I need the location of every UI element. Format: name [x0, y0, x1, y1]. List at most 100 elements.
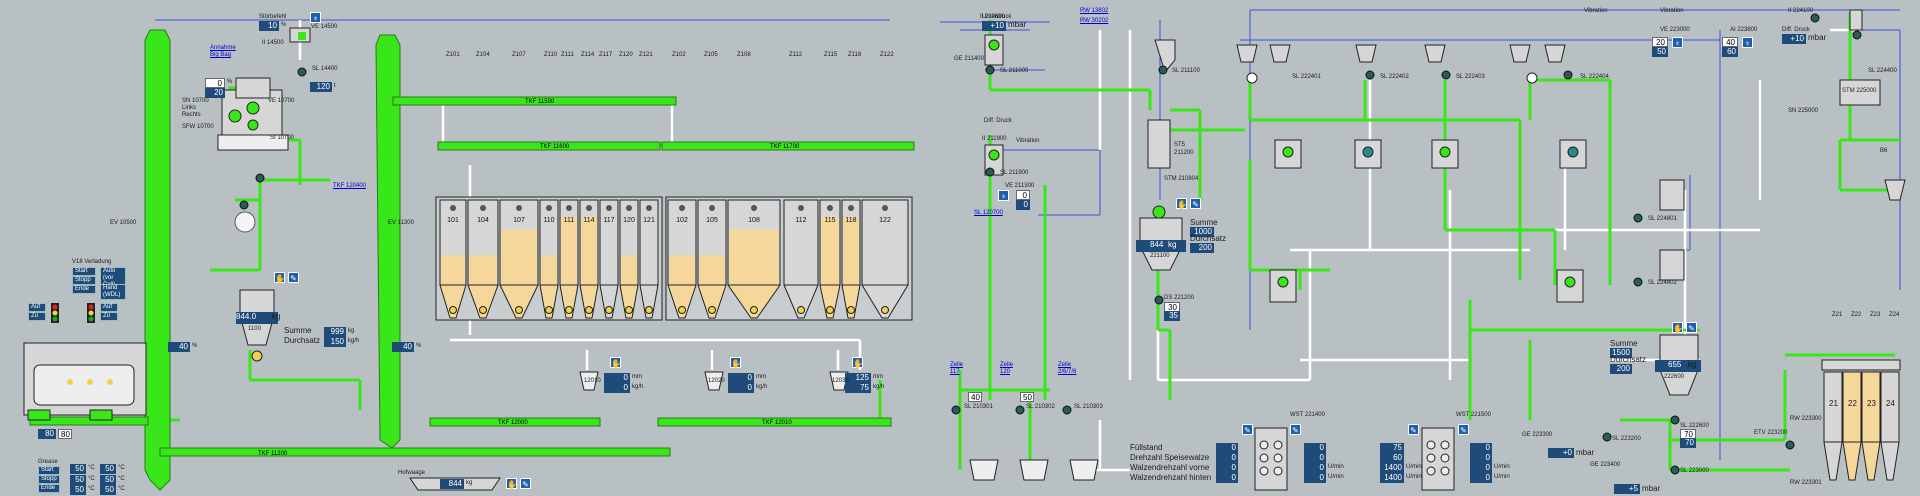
fill-b4: 0: [1470, 443, 1492, 453]
silo222600-label: 222600: [1664, 374, 1685, 380]
silo-102-label: 102: [676, 217, 688, 224]
grease-stopp-button[interactable]: Stopp: [38, 475, 60, 484]
edit-icon[interactable]: ✎: [520, 478, 531, 489]
hand-button[interactable]: Hand(WDL): [100, 284, 126, 300]
v1-value: 0: [205, 78, 225, 88]
edit-icon[interactable]: ✎: [1458, 424, 1469, 435]
ve-value-2: 50: [1652, 47, 1668, 57]
dose2-id: 12020: [708, 378, 725, 384]
dose2-mm: 0: [728, 373, 754, 383]
pct70b-value: 70: [1680, 438, 1696, 448]
man-icon[interactable]: ♆: [998, 190, 1009, 201]
diff-druck-label-r: Diff. Druck: [1782, 27, 1810, 33]
hand-icon[interactable]: ✋: [730, 357, 741, 368]
grease-start-button[interactable]: Start: [38, 466, 60, 475]
edit-icon[interactable]: ✎: [1408, 424, 1419, 435]
hand-icon[interactable]: ✋: [852, 357, 863, 368]
valve-z114[interactable]: Z114: [581, 52, 595, 58]
grease-ende-button[interactable]: Ende: [38, 484, 60, 493]
start-button[interactable]: Start: [72, 267, 96, 276]
edit-icon[interactable]: ✎: [1242, 424, 1253, 435]
stopp-button[interactable]: Stopp: [72, 276, 96, 285]
valve-z111[interactable]: Z111: [561, 52, 574, 58]
man-icon[interactable]: ♆: [1672, 37, 1683, 48]
sl14400-unit: t: [334, 83, 336, 89]
valve-z104[interactable]: Z104: [476, 52, 490, 58]
speed-b1: 0: [1216, 453, 1238, 463]
upmin-5: U/min: [1494, 464, 1510, 470]
auf-button-2[interactable]: Auf: [100, 303, 118, 312]
bin-21-label: 21: [1829, 399, 1838, 408]
upmin-6: U/min: [1494, 474, 1510, 480]
ai223800-label: AI 223800: [1730, 27, 1758, 33]
sl223000-label: SL 223000: [1680, 468, 1709, 474]
annahme-link-2[interactable]: Big Bag: [210, 52, 232, 58]
sl120700-link[interactable]: SL 120700: [974, 210, 1003, 216]
silo-111-label: 111: [563, 217, 575, 224]
valve-z122[interactable]: Z122: [880, 52, 894, 58]
man-icon[interactable]: ♆: [310, 12, 321, 23]
hand-label: Hand: [103, 285, 118, 291]
unterdruck-label: Unterdruck: [982, 14, 1012, 20]
tkf11700-label: TKF 11700: [770, 144, 800, 150]
edit-icon[interactable]: ✎: [288, 272, 299, 283]
valve-z115[interactable]: Z115: [824, 52, 838, 58]
valve-z107[interactable]: Z107: [512, 52, 526, 58]
annahme-link-1[interactable]: Annahme: [210, 45, 236, 51]
valve-z105[interactable]: Z105: [704, 52, 718, 58]
silo-111-cone: [559, 284, 579, 319]
rw30202-link[interactable]: RW 30202: [1080, 18, 1109, 24]
valve-z24[interactable]: Z24: [1889, 312, 1900, 318]
speed-b2: 0: [1304, 453, 1326, 463]
hand-icon[interactable]: ✋: [274, 272, 285, 283]
tkf-link[interactable]: TKF 120400: [333, 183, 367, 189]
valve-z102[interactable]: Z102: [672, 52, 686, 58]
weigh1100-value: 844.0: [236, 312, 257, 321]
hand-icon[interactable]: ✋: [1672, 322, 1683, 333]
edit-icon[interactable]: ✎: [1290, 424, 1301, 435]
zu-button-2[interactable]: Zu: [100, 312, 118, 321]
valve-z22[interactable]: Z22: [1851, 312, 1862, 318]
hand-icon[interactable]: ✋: [506, 478, 517, 489]
stoer-value: 10: [259, 21, 279, 31]
rw13802-link[interactable]: RW 13802: [1080, 8, 1109, 14]
silo-122-label: 122: [879, 217, 891, 224]
zu-button-1[interactable]: Zu: [28, 312, 46, 321]
valve-z117[interactable]: Z117: [599, 52, 613, 58]
hand-icon[interactable]: ✋: [610, 357, 621, 368]
degc-4: °C: [118, 476, 125, 482]
sl222404-label: SL 222404: [1580, 74, 1609, 80]
drehzahl-label: Drehzahl Speisewalze: [1130, 453, 1210, 462]
auf-button-1[interactable]: Auf: [28, 303, 46, 312]
silo-114-level-top: [586, 205, 592, 211]
valve-z120[interactable]: Z120: [619, 52, 633, 58]
valve-z121[interactable]: Z121: [639, 52, 653, 58]
mm-unit-3: mm: [873, 374, 883, 380]
valve-z112[interactable]: Z112: [789, 52, 803, 58]
wdl-label: (WDL): [103, 292, 121, 298]
valve-z110[interactable]: Z110: [544, 52, 558, 58]
valve-z101[interactable]: Z101: [446, 52, 460, 58]
valve-z118[interactable]: Z118: [848, 52, 862, 58]
front-b2: 0: [1304, 463, 1326, 473]
edit-icon[interactable]: ✎: [1190, 198, 1201, 209]
weigh-value-r: 655: [1668, 360, 1682, 369]
valve-z21[interactable]: Z21: [1832, 312, 1843, 318]
silo-118-fill: [843, 217, 859, 285]
pct40-value: 40: [968, 392, 982, 402]
silo-118-level-top: [848, 205, 854, 211]
tkf12010-label: TKF 12010: [762, 420, 792, 426]
man-icon[interactable]: ♆: [1742, 37, 1753, 48]
durchsatz-label-r: Durchsatz: [1610, 355, 1647, 364]
hand-icon[interactable]: ✋: [1176, 198, 1187, 209]
ende-button[interactable]: Ende: [72, 285, 96, 294]
valve-z23[interactable]: Z23: [1870, 312, 1881, 318]
valve-z108[interactable]: Z108: [737, 52, 751, 58]
ge223400-label: GE 223400: [1590, 462, 1621, 468]
silo-101-label: 101: [447, 217, 459, 224]
silo-120-label: 120: [623, 217, 635, 224]
edit-icon[interactable]: ✎: [1686, 322, 1697, 333]
